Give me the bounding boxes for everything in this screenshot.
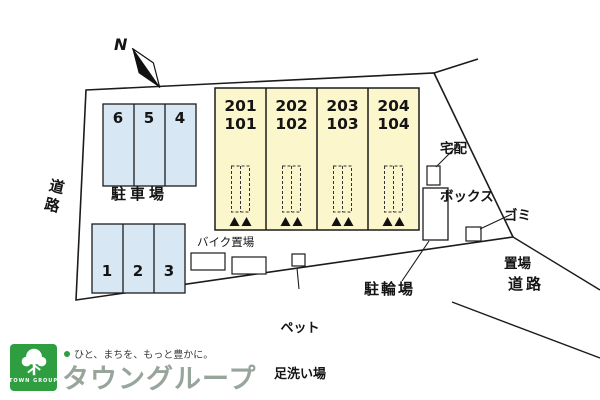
parking-area-label: 駐車場 [111, 185, 169, 203]
tree-icon [21, 348, 46, 376]
parking-lower-grid [91, 223, 186, 294]
pet-wash-label: ペット 足洗い場 [273, 320, 326, 382]
pet-wash-station [291, 253, 306, 267]
bike-racks [190, 252, 267, 275]
parking-space-number: 2 [132, 262, 144, 280]
garbage-area-label: ゴミ 置場 [504, 207, 531, 272]
tagline-text: ひと、まちを、もっと豊かに。 [74, 350, 214, 361]
logo-mark-text: TOWN GROUP [8, 378, 59, 384]
parking-space-number: 5 [143, 109, 155, 127]
parking-space-number: 1 [101, 262, 113, 280]
road-lines [451, 236, 600, 359]
road-label-right: 道路 [508, 275, 545, 293]
parking-space-number: 4 [174, 109, 186, 127]
parking-space-number: 6 [112, 109, 124, 127]
tagline-dot-icon [64, 350, 70, 357]
parking-space-number: 3 [163, 262, 175, 280]
building-outline [214, 87, 420, 231]
parking-upper-grid [102, 103, 197, 187]
town-group-logo-mark: TOWN GROUP [8, 344, 59, 391]
garbage-box [465, 226, 482, 242]
delivery-box [426, 165, 441, 186]
compass-n-label: N [114, 35, 128, 54]
bicycle-shelter [422, 187, 449, 241]
north-arrow-icon [131, 47, 161, 89]
bicycle-parking-label: 駐輪場 [364, 280, 416, 298]
unit-stairs [231, 165, 403, 213]
delivery-box-label: 宅配 ボックス [440, 140, 494, 205]
town-group-logo: TOWN GROUP ひと、まちを、もっと豊かに。 タウングループ [0, 338, 600, 400]
entrance-markers [229, 217, 405, 226]
logo-tagline: ひと、まちを、もっと豊かに。 [64, 346, 213, 361]
leader-lines [296, 147, 513, 290]
logo-brand-text: タウングループ [62, 364, 257, 395]
bike-storage-label: バイク置場 [197, 235, 255, 249]
